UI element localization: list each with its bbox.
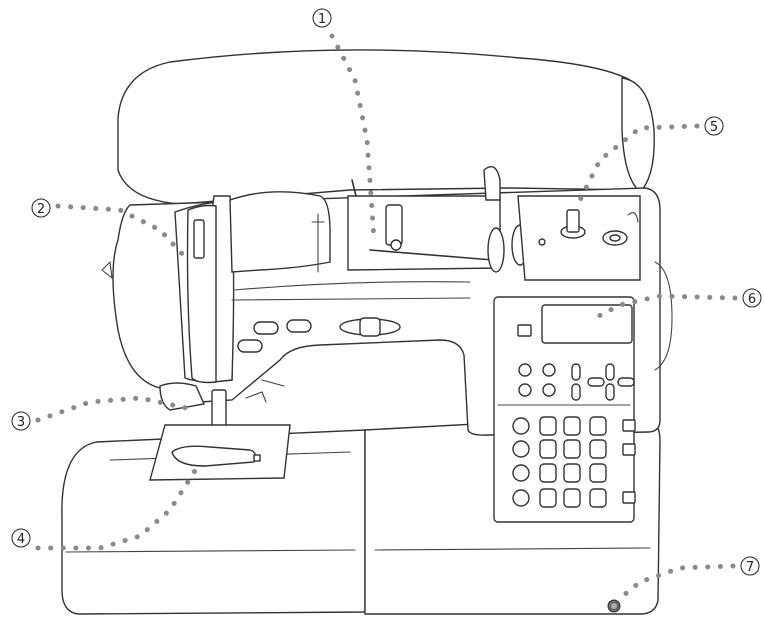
leader-line-2 xyxy=(55,203,189,261)
callout-7: 7 xyxy=(740,556,760,576)
control-panel xyxy=(493,296,636,523)
leader-line-3 xyxy=(35,395,199,423)
callout-6: 6 xyxy=(742,288,762,308)
callouts: 1 2 3 4 5 6 7 xyxy=(11,8,762,576)
callout-label-7: 7 xyxy=(746,560,754,575)
leader-lines xyxy=(35,33,738,603)
callout-label-4: 4 xyxy=(17,532,25,547)
callout-label-1: 1 xyxy=(318,12,326,27)
needle-plate xyxy=(149,424,291,481)
top-mechanisms xyxy=(347,166,641,281)
open-lid xyxy=(117,49,655,205)
callout-label-2: 2 xyxy=(37,202,45,217)
callout-5: 5 xyxy=(704,116,724,136)
callout-label-6: 6 xyxy=(748,292,756,307)
leader-line-7 xyxy=(615,563,736,603)
callout-label-5: 5 xyxy=(710,120,718,135)
callout-label-3: 3 xyxy=(17,415,25,430)
leader-line-6 xyxy=(592,293,738,321)
arm-buttons xyxy=(237,317,401,353)
callout-2: 2 xyxy=(31,198,51,218)
callout-1: 1 xyxy=(312,8,332,28)
power-switch xyxy=(607,599,621,613)
callout-3: 3 xyxy=(11,411,31,431)
callout-4: 4 xyxy=(11,528,31,548)
